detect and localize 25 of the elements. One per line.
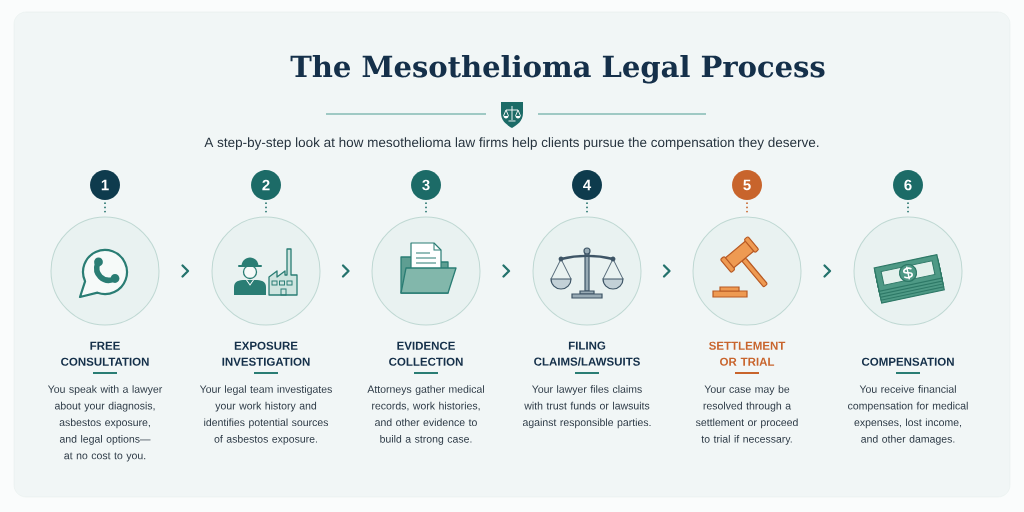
step-number-badge: 6 xyxy=(893,170,923,200)
chevron-arrow xyxy=(341,264,350,278)
step-title: EXPOSURE INVESTIGATION xyxy=(222,341,310,366)
step-description: Your lawyer files claims with trust funds or lawsuits against responsible parties. xyxy=(522,385,651,429)
step-title: FILING CLAIMS/LAWSUITS xyxy=(534,341,640,366)
chevron-arrow xyxy=(502,264,511,278)
step-number-badge: 3 xyxy=(411,170,441,200)
step-title: SETTLEMENT OR TRIAL xyxy=(709,341,786,366)
chevron-arrow xyxy=(662,264,671,278)
step-description: You receive financial compensation for medical expenses, lost income, and other damages. xyxy=(848,385,968,445)
step-number-badge: 1 xyxy=(90,170,120,200)
chevron-arrow xyxy=(181,264,190,278)
step-title: COMPENSATION xyxy=(861,357,954,366)
subtitle: A step-by-step look at how mesothelioma law firms help clients pursue the compensation they deserve. xyxy=(204,137,819,150)
step-title: EVIDENCE COLLECTION xyxy=(389,341,463,366)
step-description: Attorneys gather medical records, work histories, and other evidence to build a strong case. xyxy=(367,385,484,445)
step-title: FREE CONSULTATION xyxy=(61,341,149,366)
title: The Mesothelioma Legal Process xyxy=(290,54,825,84)
step-description: Your legal team investigates your work history and identifies potential sources of asbestos exposure. xyxy=(199,385,332,445)
step-number-badge: 2 xyxy=(251,170,281,200)
chevron-arrow xyxy=(823,264,832,278)
step-description: You speak with a lawyer about your diagnosis, asbestos exposure, and legal options—at no cost to you. xyxy=(47,385,163,462)
step-number-badge: 5 xyxy=(732,170,762,200)
step-number-badge: 4 xyxy=(572,170,602,200)
step-description: Your case may be resolved through a settlement or proceed to trial if necessary. xyxy=(695,385,798,445)
